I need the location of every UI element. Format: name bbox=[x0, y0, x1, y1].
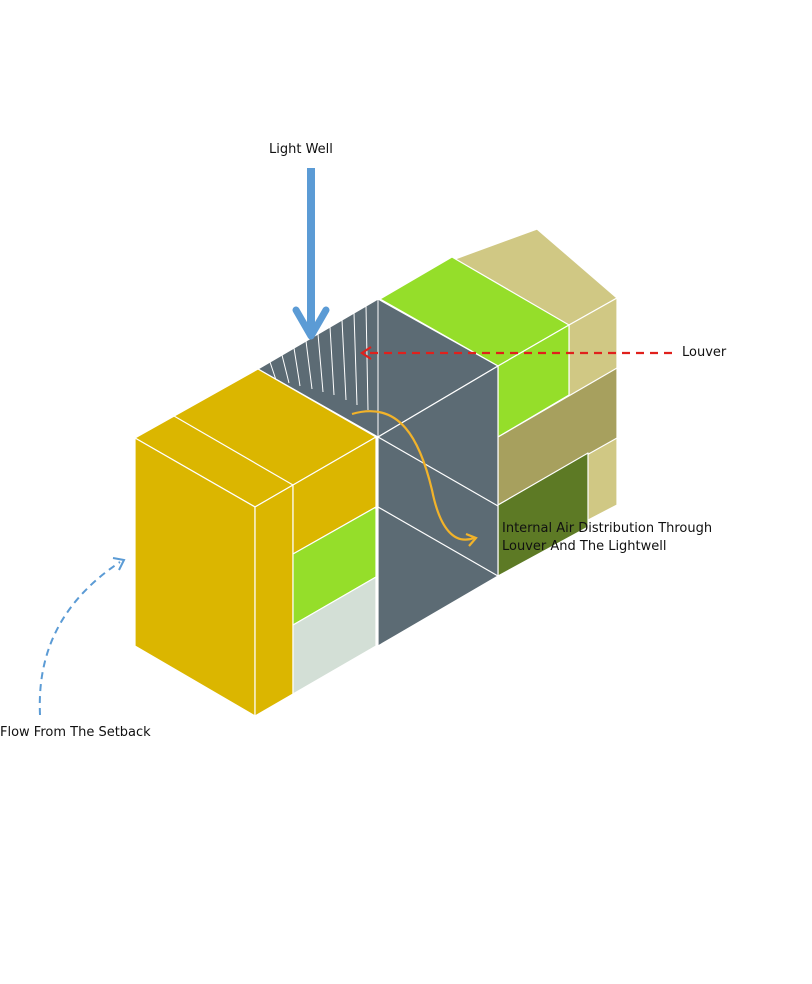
setback-flow-arrow bbox=[38, 561, 121, 716]
internal-air-label-line1: Internal Air Distribution Through bbox=[502, 521, 713, 536]
internal-air-arrow bbox=[351, 410, 475, 541]
louver-slats bbox=[269, 299, 379, 437]
setback-flow-arrowhead bbox=[112, 557, 126, 571]
setback-flow-label: Flow From The Setback bbox=[0, 725, 151, 740]
front-block-top-divider bbox=[173, 415, 294, 486]
louver-arrowhead bbox=[360, 346, 372, 360]
internal-air-label-line2: Louver And The Lightwell bbox=[502, 539, 667, 554]
light-well-label: Light Well bbox=[269, 142, 333, 157]
lightwell-edge bbox=[377, 436, 499, 507]
louver-label: Louver bbox=[682, 345, 727, 360]
internal-air-arrowhead bbox=[465, 532, 478, 547]
light-well-arrowhead bbox=[292, 306, 330, 340]
internal-air-label: Internal Air Distribution Through Louver… bbox=[502, 520, 712, 556]
front-pale-face bbox=[292, 576, 377, 695]
front-block-edge bbox=[254, 484, 294, 717]
lightwell-edge bbox=[377, 506, 499, 577]
